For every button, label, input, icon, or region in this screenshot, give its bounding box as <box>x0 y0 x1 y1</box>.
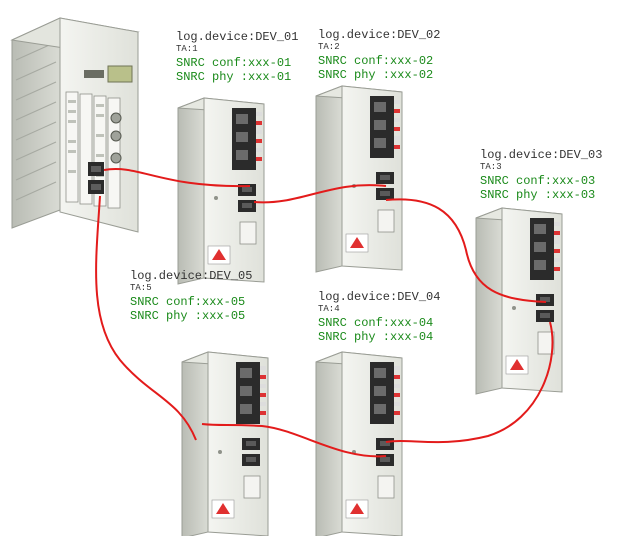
device-snrc-conf: SNRC conf:xxx-02 <box>318 54 433 68</box>
device-name: log.device:DEV_05 <box>130 269 252 283</box>
device-ta: TA:1 <box>176 44 198 54</box>
device-ta: TA:2 <box>318 42 340 52</box>
label-dev-04: log.device:DEV_04 TA:4 SNRC conf:xxx-04 … <box>318 290 440 344</box>
device-name: log.device:DEV_04 <box>318 290 440 304</box>
servo-drive-dev-05 <box>181 351 269 536</box>
device-snrc-phy: SNRC phy :xxx-05 <box>130 309 245 323</box>
label-dev-05: log.device:DEV_05 TA:5 SNRC conf:xxx-05 … <box>130 269 252 323</box>
servo-drive-dev-01 <box>177 97 265 285</box>
device-snrc-phy: SNRC phy :xxx-01 <box>176 70 291 84</box>
cable-dev02-dev03 <box>385 198 547 303</box>
device-snrc-conf: SNRC conf:xxx-03 <box>480 174 595 188</box>
label-dev-02: log.device:DEV_02 TA:2 SNRC conf:xxx-02 … <box>318 28 440 82</box>
servo-drive-dev-03 <box>475 207 563 395</box>
device-snrc-phy: SNRC phy :xxx-02 <box>318 68 433 82</box>
device-ta: TA:5 <box>130 283 152 293</box>
device-name: log.device:DEV_03 <box>480 148 602 162</box>
cable-controller-dev05 <box>95 195 197 441</box>
cable-network <box>95 168 554 458</box>
label-dev-03: log.device:DEV_03 TA:3 SNRC conf:xxx-03 … <box>480 148 602 202</box>
servo-drive-dev-04 <box>315 351 403 536</box>
device-snrc-phy: SNRC phy :xxx-03 <box>480 188 595 202</box>
device-snrc-conf: SNRC conf:xxx-01 <box>176 56 291 70</box>
controller-device <box>10 17 140 233</box>
cable-controller-dev01 <box>103 168 251 188</box>
cable-dev03-dev04 <box>385 321 554 444</box>
device-ta: TA:4 <box>318 304 340 314</box>
device-snrc-phy: SNRC phy :xxx-04 <box>318 330 433 344</box>
cable-dev04-dev05 <box>201 423 387 458</box>
label-dev-01: log.device:DEV_01 TA:1 SNRC conf:xxx-01 … <box>176 30 298 84</box>
servo-drive-dev-02 <box>315 85 403 273</box>
device-name: log.device:DEV_02 <box>318 28 440 42</box>
device-snrc-conf: SNRC conf:xxx-04 <box>318 316 433 330</box>
cable-dev01-dev02 <box>253 184 387 204</box>
device-snrc-conf: SNRC conf:xxx-05 <box>130 295 245 309</box>
device-name: log.device:DEV_01 <box>176 30 298 44</box>
device-ta: TA:3 <box>480 162 502 172</box>
device-labels: log.device:DEV_01 TA:1 SNRC conf:xxx-01 … <box>130 28 602 344</box>
